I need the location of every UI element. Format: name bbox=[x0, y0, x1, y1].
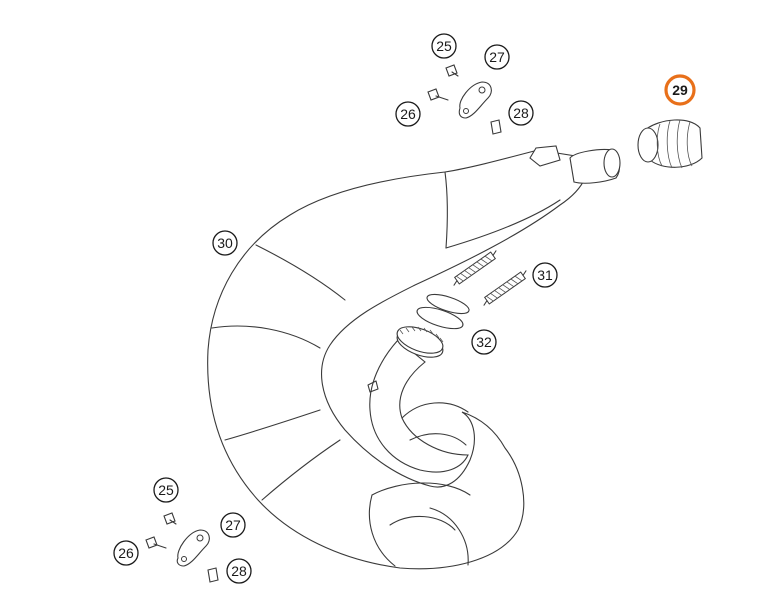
callout-26-bottom-label: 26 bbox=[118, 545, 134, 561]
callout-31-label: 31 bbox=[537, 267, 553, 283]
exhaust-pipe-body bbox=[207, 149, 589, 570]
exhaust-header-bend bbox=[369, 339, 469, 473]
top-bracket-assembly bbox=[427, 64, 502, 135]
o-rings bbox=[416, 293, 470, 330]
callout-27-bottom-label: 27 bbox=[225, 517, 241, 533]
callout-25-bottom[interactable]: 25 bbox=[153, 477, 179, 503]
callout-29[interactable]: 29 bbox=[664, 74, 696, 106]
callout-29-label: 29 bbox=[672, 82, 688, 98]
callout-26-top[interactable]: 26 bbox=[395, 101, 421, 127]
bottom-bracket-assembly bbox=[145, 512, 219, 583]
callout-28-top[interactable]: 28 bbox=[508, 100, 534, 126]
callout-28-bottom-label: 28 bbox=[231, 563, 247, 579]
exhaust-outlet bbox=[529, 145, 621, 184]
callout-30-label: 30 bbox=[217, 235, 233, 251]
connector-sleeve bbox=[637, 119, 703, 169]
callout-27-bottom[interactable]: 27 bbox=[220, 512, 246, 538]
callout-30[interactable]: 30 bbox=[212, 230, 238, 256]
exhaust-pipe bbox=[207, 145, 621, 570]
callout-32-label: 32 bbox=[476, 334, 492, 350]
callout-25-top-label: 25 bbox=[436, 38, 452, 54]
springs bbox=[453, 250, 527, 306]
callout-27-top[interactable]: 27 bbox=[484, 44, 510, 70]
callout-31[interactable]: 31 bbox=[532, 262, 558, 288]
inlet-flange bbox=[396, 326, 444, 358]
callout-26-top-label: 26 bbox=[400, 106, 416, 122]
callout-28-top-label: 28 bbox=[513, 105, 529, 121]
callout-32[interactable]: 32 bbox=[471, 329, 497, 355]
callout-25-top[interactable]: 25 bbox=[431, 33, 457, 59]
callout-27-top-label: 27 bbox=[489, 49, 505, 65]
callout-25-bottom-label: 25 bbox=[158, 482, 174, 498]
callout-26-bottom[interactable]: 26 bbox=[113, 540, 139, 566]
callout-28-bottom[interactable]: 28 bbox=[226, 558, 252, 584]
